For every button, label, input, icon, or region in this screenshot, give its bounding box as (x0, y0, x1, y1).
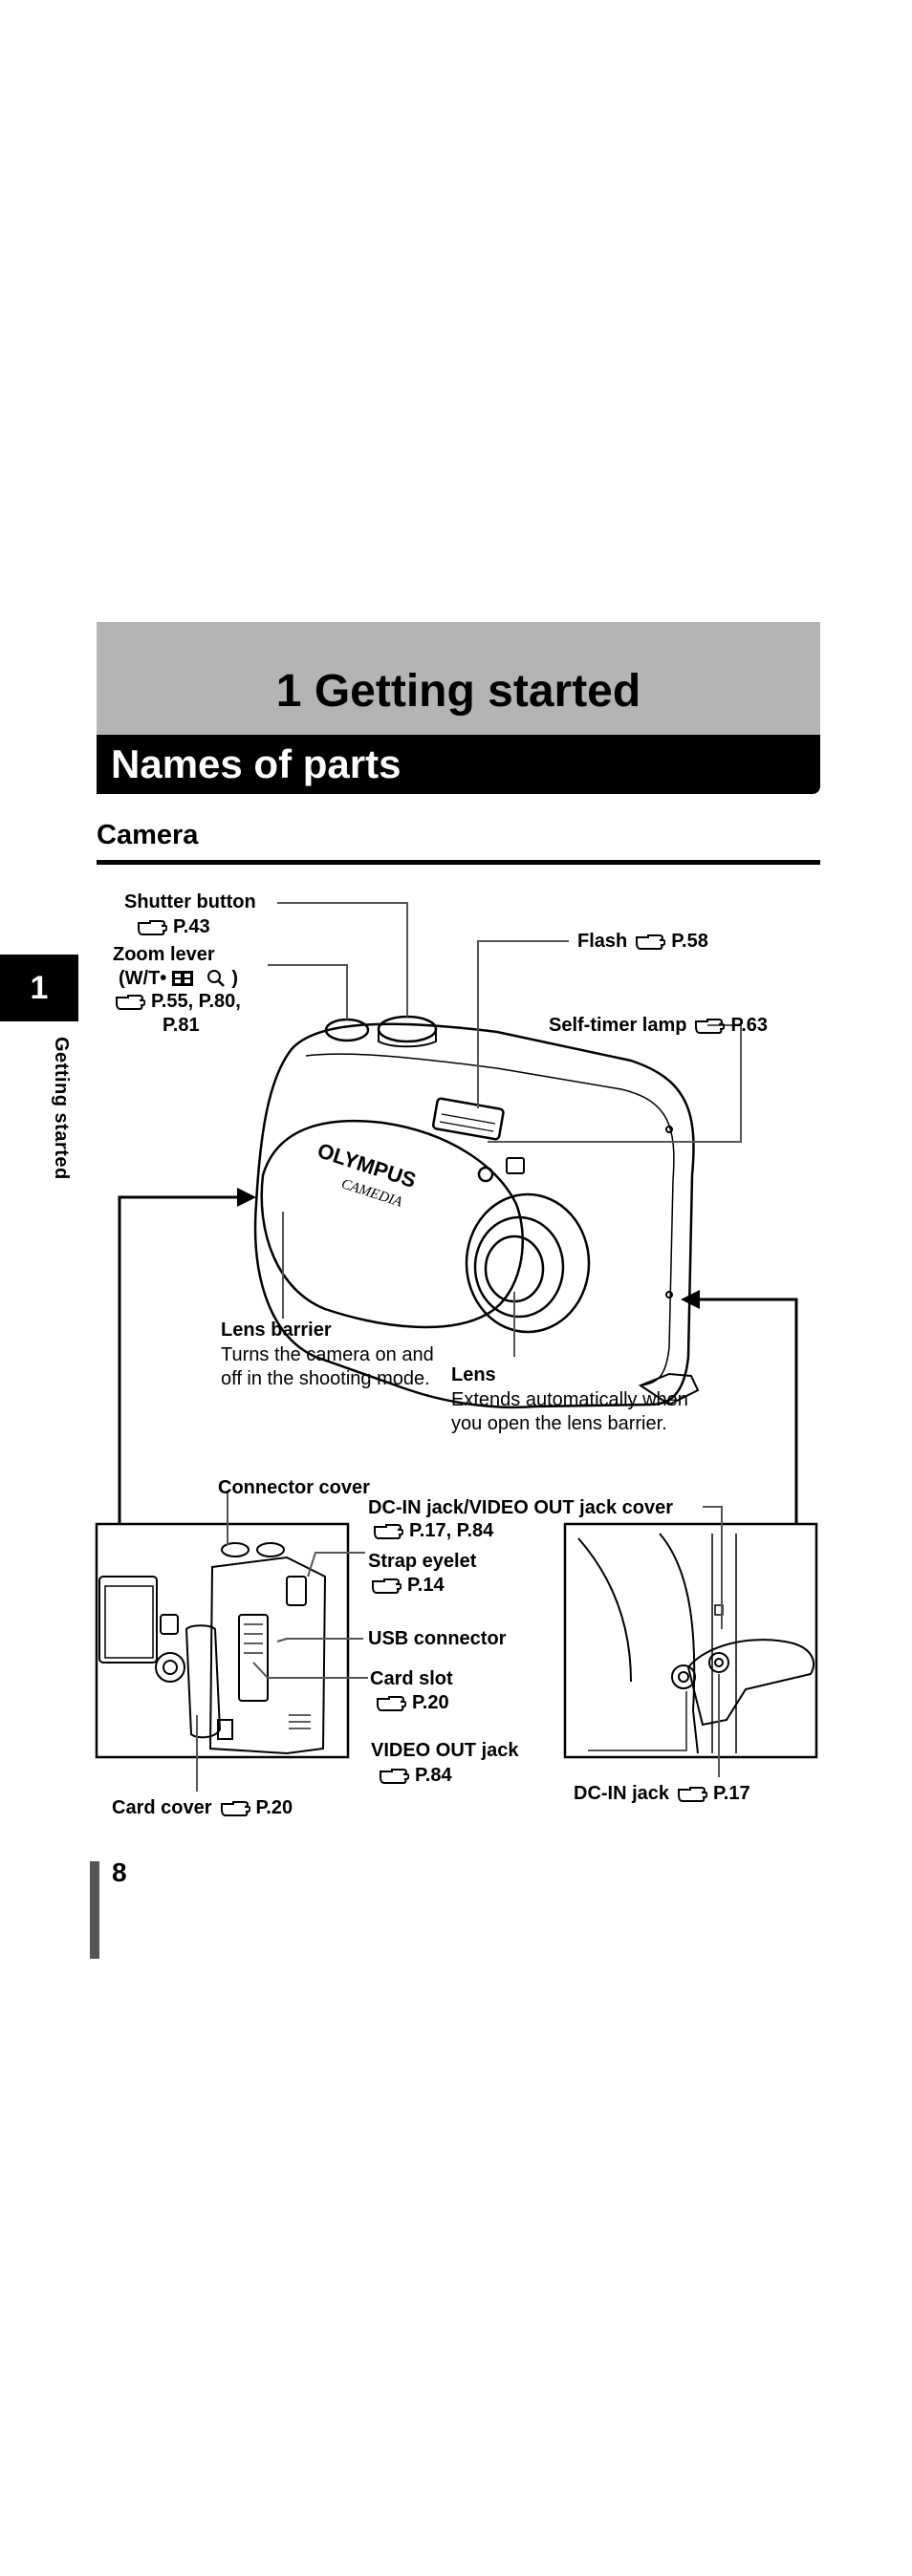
self-timer-label: Self-timer lamp (549, 1015, 687, 1036)
card-cover-callout: Card cover P.20 (112, 1796, 293, 1819)
dc-in-ref: P.17 (713, 1783, 750, 1804)
shutter-button-label: Shutter button (124, 891, 256, 912)
dc-video-cover-label: DC-IN jack/VIDEO OUT jack cover (368, 1497, 674, 1518)
sub-heading: Camera (97, 820, 199, 850)
flash-callout: Flash P.58 (577, 930, 708, 953)
video-out-label: VIDEO OUT jack (371, 1740, 519, 1761)
flash-label: Flash (577, 931, 628, 952)
pointing-hand-icon (372, 1578, 402, 1594)
section-bar (97, 735, 820, 794)
grid-icon (172, 971, 194, 986)
zoom-lever-sub: (W/T• (119, 968, 167, 989)
lens-outer (465, 1192, 591, 1334)
pointing-hand-icon (220, 1801, 250, 1816)
strap-eyelet-ref-text: P.14 (407, 1575, 445, 1596)
pointing-hand-icon (138, 920, 167, 935)
card-slot-ref-text: P.20 (412, 1692, 449, 1713)
usb-connector-label: USB connector (368, 1628, 507, 1649)
page-number-bar (90, 1861, 99, 1959)
card-cover-label: Card cover (112, 1797, 212, 1818)
zoom-lever-label: Zoom lever (113, 944, 215, 965)
page-number: 8 (112, 1857, 127, 1887)
lens-barrier-plate (260, 1119, 524, 1329)
pointing-hand-icon (380, 1769, 409, 1784)
dc-video-cover-ref: P.17, P.84 (373, 1519, 493, 1542)
self-timer-ref: P.63 (730, 1015, 769, 1036)
pointing-hand-icon (678, 1787, 708, 1802)
side-detail-left (95, 1522, 350, 1759)
zoom-lever-ref2: P.81 (163, 1015, 200, 1036)
video-out-ref: P.84 (379, 1764, 452, 1787)
section-title: Names of parts (111, 741, 402, 786)
dc-in-label: DC-IN jack (574, 1783, 670, 1804)
video-out-ref-text: P.84 (415, 1765, 452, 1786)
lens-label: Lens (451, 1364, 496, 1385)
lens-barrier-desc: Turns the camera on and off in the shoot… (221, 1344, 434, 1389)
magnifier-icon (207, 970, 226, 987)
card-cover-ref: P.20 (255, 1797, 293, 1818)
shutter-button-ref-text: P.43 (173, 916, 210, 937)
strap-eyelet-label: Strap eyelet (368, 1551, 477, 1572)
shutter-shape (377, 1015, 438, 1043)
dc-video-cover-ref-text: P.17, P.84 (409, 1520, 494, 1541)
flash-shape (431, 1097, 505, 1141)
pointing-hand-icon (636, 934, 666, 950)
side-tab (0, 955, 78, 1021)
card-slot-label: Card slot (370, 1668, 453, 1689)
side-tab-label: Getting started (51, 1037, 72, 1180)
strap-eyelet-ref: P.14 (371, 1574, 445, 1597)
pointing-hand-icon (374, 1524, 403, 1539)
zoom-lever-sub-end: ) (231, 968, 238, 989)
connector-cover-label: Connector cover (218, 1477, 370, 1498)
zoom-lever-ref-text: P.55, P.80, (151, 991, 241, 1012)
pointing-hand-icon (116, 995, 145, 1010)
side-tab-number: 1 (30, 970, 49, 1006)
chapter-band (97, 622, 820, 735)
flash-ref: P.58 (671, 931, 708, 952)
lens-barrier-label: Lens barrier (221, 1320, 332, 1341)
shutter-button-ref: P.43 (137, 915, 210, 938)
sub-heading-rule (97, 860, 820, 865)
lens-desc: Extends automatically when you open the … (451, 1389, 688, 1434)
self-timer-callout: Self-timer lamp P.63 (549, 1014, 768, 1037)
chapter-title: 1 Getting started (275, 666, 641, 717)
side-detail-right (563, 1522, 818, 1759)
camera-body (253, 1022, 695, 1409)
pointing-hand-icon (377, 1696, 406, 1711)
card-slot-ref: P.20 (376, 1691, 449, 1714)
self-timer-shape (477, 1166, 494, 1183)
zoom-lever-modes: (W/T• ) (119, 967, 238, 990)
pointing-hand-icon (695, 1019, 726, 1034)
dc-in-callout: DC-IN jack P.17 (574, 1782, 750, 1805)
zoom-lever-ref: P.55, P.80, (115, 990, 241, 1013)
